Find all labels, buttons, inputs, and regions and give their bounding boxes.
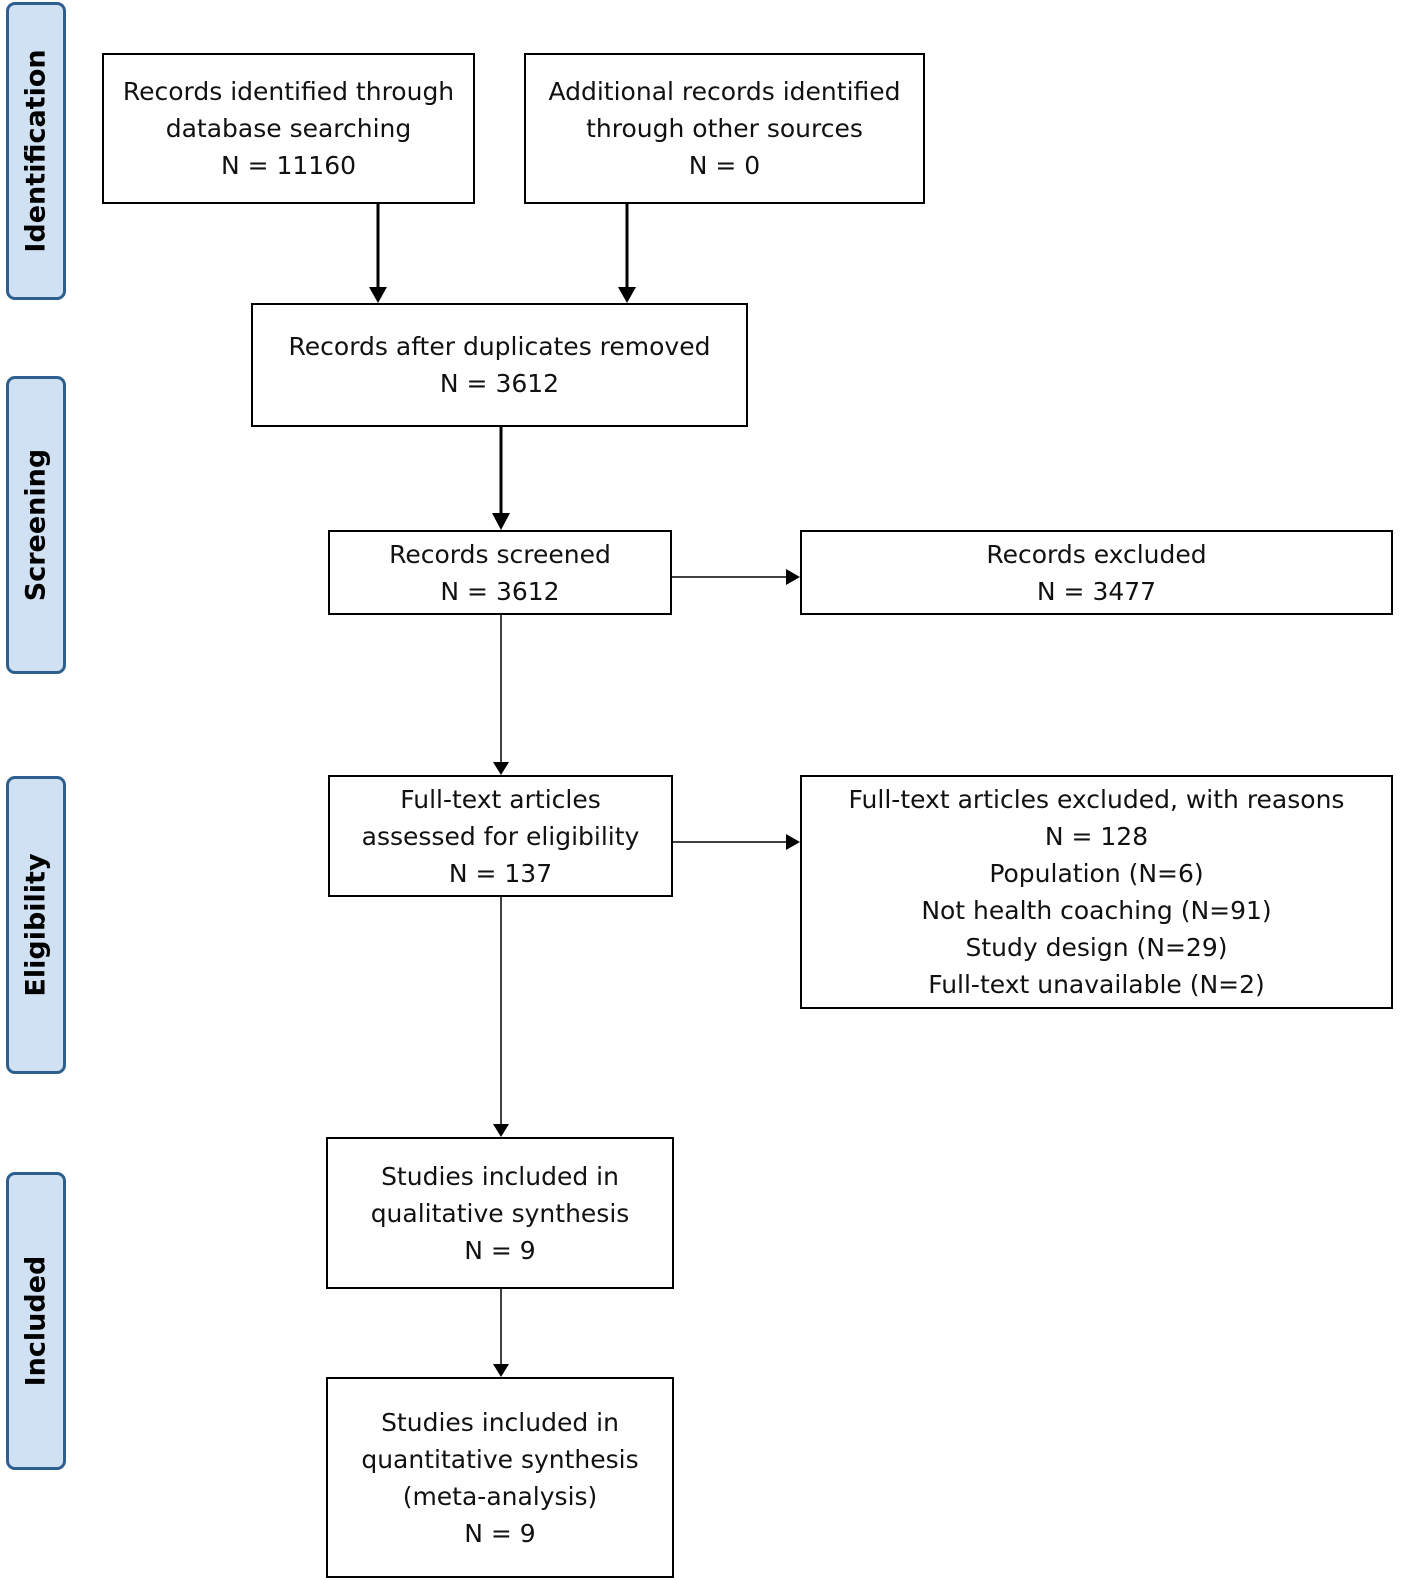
arrowhead-down-icon bbox=[493, 1364, 509, 1377]
fulltext-excluded-box: Full-text articles excluded, with reason… bbox=[800, 775, 1393, 1009]
box-count: N = 9 bbox=[464, 1518, 536, 1548]
arrowhead-down-icon bbox=[493, 762, 509, 775]
stage-screening: Screening bbox=[6, 376, 66, 674]
stage-eligibility: Eligibility bbox=[6, 776, 66, 1074]
box-line: qualitative synthesis bbox=[370, 1198, 630, 1228]
box-count: N = 9 bbox=[464, 1235, 536, 1265]
box-line: Records identified through bbox=[122, 77, 455, 106]
box-count: N = 137 bbox=[448, 858, 553, 888]
box-line: Additional records identified bbox=[548, 77, 901, 106]
stage-included: Included bbox=[6, 1172, 66, 1470]
qualitative-synthesis-box: Studies included in qualitative synthesi… bbox=[326, 1137, 674, 1289]
box-line: Records excluded bbox=[986, 539, 1207, 569]
exclusion-reason: Population (N=6) bbox=[989, 859, 1204, 888]
after-duplicates-box: Records after duplicates removed N = 361… bbox=[251, 303, 748, 427]
exclusion-reason: Not health coaching (N=91) bbox=[921, 896, 1272, 925]
stage-included-label: Included bbox=[20, 1255, 52, 1387]
other-sources-box: Additional records identified through ot… bbox=[524, 53, 925, 204]
fulltext-assessed-box: Full-text articles assessed for eligibil… bbox=[328, 775, 673, 897]
box-line: Studies included in bbox=[381, 1407, 619, 1437]
box-line: quantitative synthesis bbox=[361, 1444, 639, 1474]
stage-screening-label: Screening bbox=[20, 448, 52, 602]
stage-eligibility-label: Eligibility bbox=[20, 853, 52, 997]
box-count: N = 0 bbox=[688, 151, 761, 180]
box-line: Full-text articles bbox=[400, 784, 601, 814]
exclusion-reason: Study design (N=29) bbox=[965, 933, 1228, 962]
arrowhead-down-icon bbox=[618, 287, 636, 303]
box-line: (meta-analysis) bbox=[402, 1481, 598, 1511]
box-line: Full-text articles excluded, with reason… bbox=[848, 785, 1345, 814]
database-records-box: Records identified through database sear… bbox=[102, 53, 475, 204]
stage-identification: Identification bbox=[6, 2, 66, 300]
arrowhead-down-icon bbox=[493, 1124, 509, 1137]
arrowhead-right-icon bbox=[786, 569, 800, 585]
box-line: assessed for eligibility bbox=[361, 821, 640, 851]
records-excluded-box: Records excluded N = 3477 bbox=[800, 530, 1393, 615]
records-screened-box: Records screened N = 3612 bbox=[328, 530, 672, 615]
arrowhead-right-icon bbox=[786, 834, 800, 850]
box-line: Records after duplicates removed bbox=[288, 332, 711, 361]
box-count: N = 11160 bbox=[220, 151, 357, 180]
box-line: Records screened bbox=[389, 539, 611, 569]
exclusion-reason: Full-text unavailable (N=2) bbox=[928, 970, 1265, 999]
box-count: N = 3477 bbox=[1036, 576, 1157, 606]
box-count: N = 3612 bbox=[440, 576, 560, 606]
arrowhead-down-icon bbox=[492, 513, 510, 530]
box-line: database searching bbox=[165, 114, 412, 143]
box-count: N = 128 bbox=[1044, 822, 1149, 851]
box-count: N = 3612 bbox=[439, 369, 560, 398]
quantitative-synthesis-box: Studies included in quantitative synthes… bbox=[326, 1377, 674, 1578]
stage-identification-label: Identification bbox=[20, 49, 52, 253]
arrowhead-down-icon bbox=[369, 287, 387, 303]
box-line: through other sources bbox=[586, 114, 863, 143]
box-line: Studies included in bbox=[381, 1161, 619, 1191]
